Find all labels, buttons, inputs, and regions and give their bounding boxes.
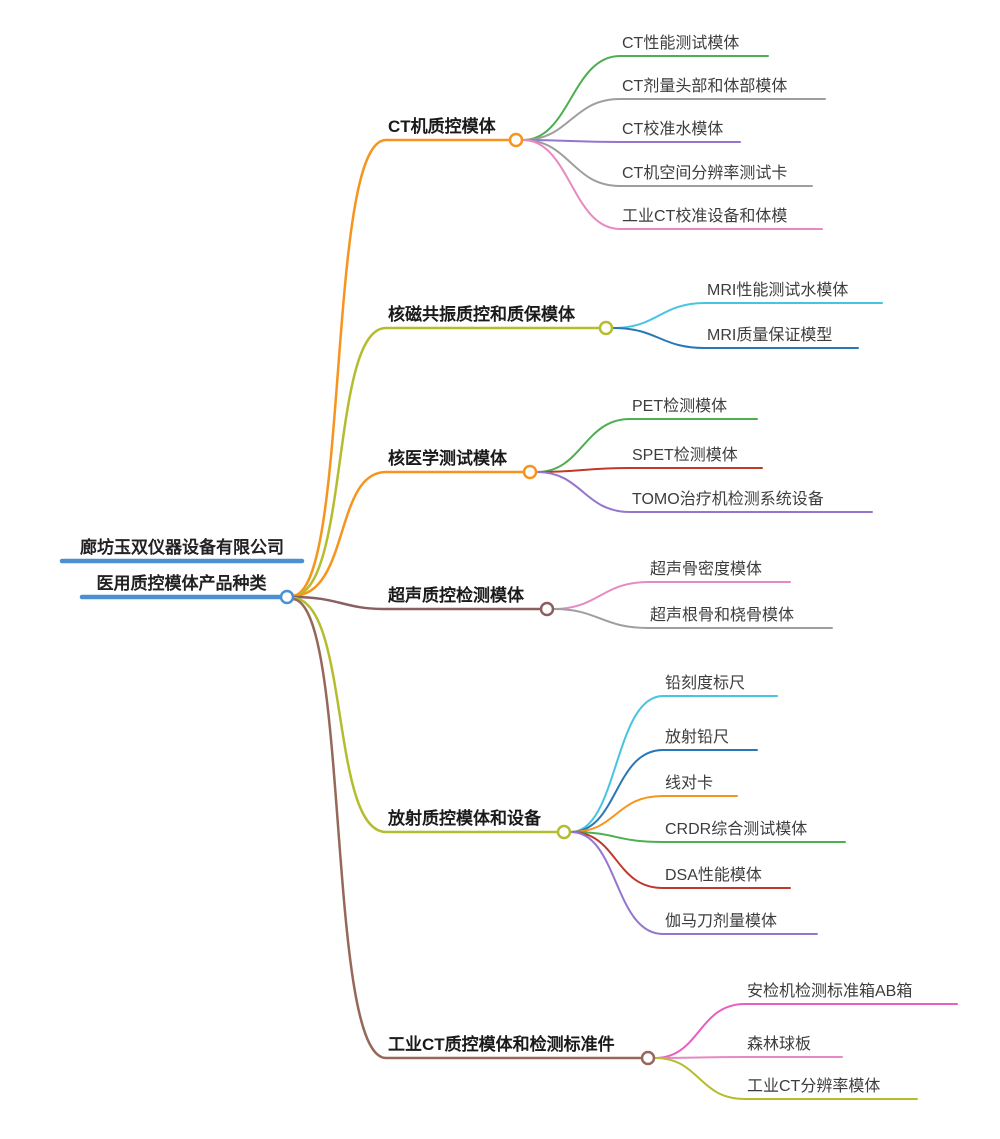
leaf-curve-1-2 [522, 98, 826, 141]
leaf-curve-3-3 [536, 471, 873, 513]
branch-curve-ct [291, 138, 512, 598]
leaf-curve-2-1 [612, 302, 883, 329]
leaf-label-4-2: 超声根骨和桡骨模体 [650, 607, 795, 624]
node-toggle-ct[interactable] [508, 132, 524, 148]
node-toggle-radiology[interactable] [556, 824, 572, 840]
branch-label-ct: CT机质控模体 [388, 117, 496, 136]
leaf-label-1-3: CT校准水模体 [622, 121, 724, 138]
leaf-label-3-1: PET检测模体 [632, 398, 728, 415]
leaf-curve-5-1 [570, 695, 778, 833]
branch-label-ultrasound: 超声质控检测模体 [388, 586, 524, 605]
leaf-curve-5-3 [570, 795, 738, 833]
leaf-label-5-2: 放射铅尺 [665, 729, 730, 746]
leaf-curve-4-2 [553, 608, 833, 629]
branch-curve-ultrasound [291, 595, 543, 611]
branch-label-nuclear: 核医学测试模体 [388, 449, 507, 468]
leaf-label-3-2: SPET检测模体 [632, 447, 738, 464]
branch-curve-mri [291, 326, 602, 598]
leaf-curve-1-5 [522, 139, 823, 230]
leaf-curve-2-2 [612, 327, 859, 349]
node-toggle-ultrasound[interactable] [539, 601, 555, 617]
branch-curve-radiology [291, 596, 560, 834]
branch-label-mri: 核磁共振质控和质保模体 [388, 305, 575, 324]
leaf-curve-5-6 [570, 831, 818, 935]
leaf-curve-4-1 [553, 581, 791, 610]
leaf-label-6-1: 安检机检测标准箱AB箱 [747, 983, 913, 1000]
leaf-curve-1-1 [522, 55, 769, 141]
leaf-curve-5-5 [570, 831, 791, 889]
leaf-curve-3-1 [536, 418, 758, 473]
leaf-label-5-6: 伽马刀剂量模体 [665, 913, 778, 930]
leaf-label-5-3: 线对卡 [665, 775, 714, 792]
leaf-curve-6-1 [654, 1003, 958, 1059]
leaf-label-4-1: 超声骨密度模体 [650, 561, 763, 578]
root-node-circle[interactable] [279, 589, 295, 605]
leaf-label-5-1: 铅刻度标尺 [665, 675, 746, 692]
node-toggle-mri[interactable] [598, 320, 614, 336]
leaf-curve-5-4 [570, 831, 846, 843]
leaf-label-1-5: 工业CT校准设备和体模 [622, 208, 788, 225]
branch-curve-nuclear [291, 470, 526, 598]
node-toggle-industrial-ct[interactable] [640, 1050, 656, 1066]
root-title-line2: 医用质控模体产品种类 [96, 574, 267, 593]
leaf-label-5-5: DSA性能模体 [665, 867, 762, 884]
branch-label-industrial-ct: 工业CT质控模体和检测标准件 [388, 1035, 615, 1054]
leaf-label-1-1: CT性能测试模体 [622, 35, 740, 52]
leaf-curve-3-2 [536, 467, 763, 473]
leaf-label-6-3: 工业CT分辨率模体 [747, 1078, 881, 1095]
node-toggle-nuclear[interactable] [522, 464, 538, 480]
leaf-curve-6-3 [654, 1057, 918, 1100]
leaf-curve-1-4 [522, 139, 813, 187]
leaf-label-2-2: MRI质量保证模型 [707, 327, 833, 344]
leaf-label-1-2: CT剂量头部和体部模体 [622, 78, 788, 95]
leaf-curve-5-2 [570, 749, 758, 833]
leaf-label-2-1: MRI性能测试水模体 [707, 282, 849, 299]
leaf-label-5-4: CRDR综合测试模体 [665, 821, 808, 838]
leaf-curve-1-3 [522, 139, 741, 143]
leaf-label-1-4: CT机空间分辨率测试卡 [622, 165, 788, 182]
branch-curve-industrial-ct [291, 597, 644, 1060]
leaf-curve-6-2 [654, 1056, 843, 1059]
leaf-label-3-3: TOMO治疗机检测系统设备 [632, 491, 824, 508]
branch-label-radiology: 放射质控模体和设备 [388, 809, 541, 828]
root-title-line1: 廊坊玉双仪器设备有限公司 [80, 538, 284, 557]
leaf-label-6-2: 森林球板 [747, 1036, 812, 1053]
